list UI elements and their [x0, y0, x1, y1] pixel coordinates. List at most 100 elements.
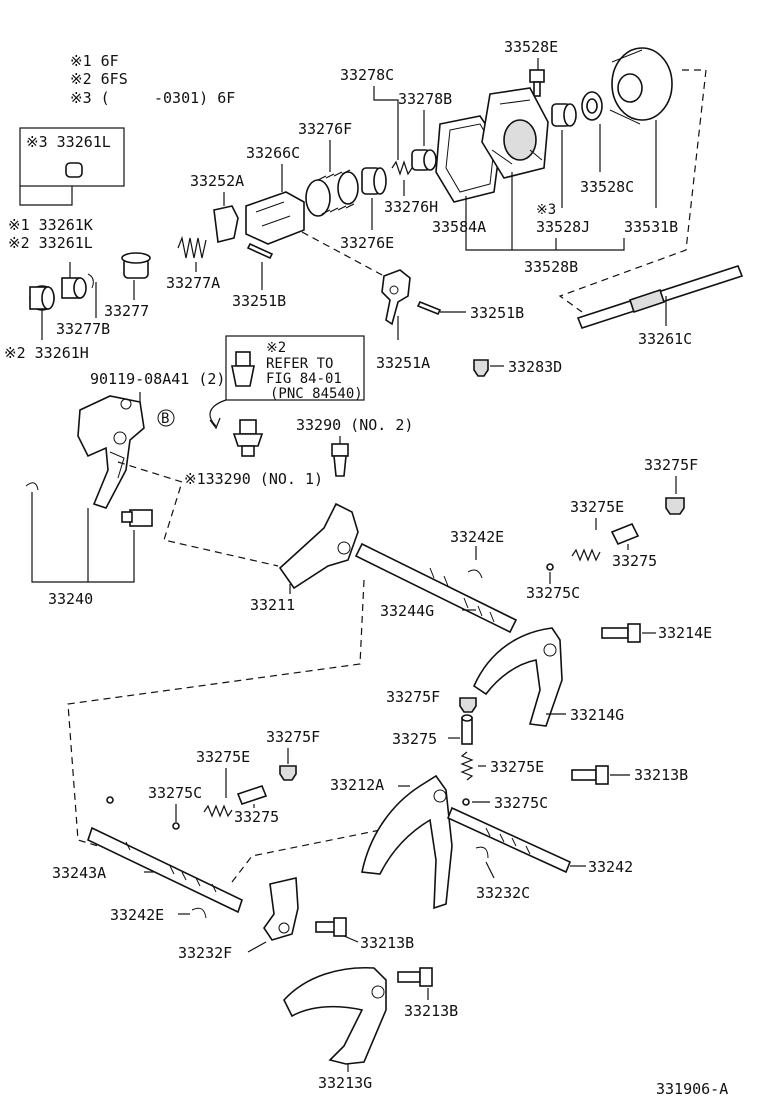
- label-33252A: 33252A: [190, 172, 244, 190]
- label-33277: 33277: [104, 302, 149, 320]
- label-33275-mid: 33275: [392, 730, 437, 748]
- shift-block-33266C: [245, 191, 305, 245]
- shift-fork-33213G: [283, 966, 387, 1065]
- plug-33275F-top: [665, 497, 685, 515]
- spring-33275E-lower: [203, 804, 233, 818]
- label-33232C: 33232C: [476, 884, 530, 902]
- ball-33275C-right: [462, 798, 470, 806]
- legend-note-2: ※2 6FS: [70, 70, 128, 88]
- label-bolt-90119: 90119-08A41 (2): [90, 370, 225, 388]
- label-33275C-right: 33275C: [494, 794, 548, 812]
- plug-33278B: [411, 149, 437, 171]
- housing-33528B: [481, 87, 549, 179]
- label-33261H: ※2 33261H: [4, 344, 89, 362]
- shift-fork-33214G: [472, 627, 563, 727]
- leader-33213B-mid: [343, 935, 359, 943]
- spring-33278C: [391, 160, 413, 176]
- label-33275-lower: 33275: [234, 808, 279, 826]
- label-33213G: 33213G: [318, 1074, 372, 1092]
- label-33275E-mid: 33275E: [490, 758, 544, 776]
- label-33528B: 33528B: [524, 258, 578, 276]
- ball-33275C-lower: [172, 822, 180, 830]
- dash-lower-link: [231, 825, 401, 883]
- bushing-33261H: [29, 285, 55, 311]
- label-33275-top: 33275: [612, 552, 657, 570]
- retainer-33252A: [213, 205, 239, 243]
- plug-33275F-lower: [279, 765, 297, 781]
- label-33240: 33240: [48, 590, 93, 608]
- label-33528J-note: ※3: [536, 202, 556, 218]
- spring-33277A: [177, 235, 207, 259]
- clip-33232C: [475, 846, 489, 859]
- spring-33276F: [305, 169, 359, 217]
- label-33275C-top: 33275C: [526, 584, 580, 602]
- box-leader: [19, 186, 73, 206]
- plug-33275F-mid: [459, 697, 477, 713]
- cover-33531B: [609, 47, 673, 125]
- bolt-33528E: [529, 69, 545, 97]
- legend-note-1: ※1 6F: [70, 52, 119, 70]
- label-33211: 33211: [250, 596, 295, 614]
- label-33277B: 33277B: [56, 320, 110, 338]
- figure-number: 331906-A: [656, 1080, 728, 1098]
- leader-33232C: [485, 861, 495, 879]
- lever-33251A: [381, 269, 411, 326]
- collar-33277: [121, 252, 151, 279]
- refer-line-2: FIG 84-01: [266, 371, 342, 387]
- circle-B: [157, 409, 175, 427]
- dash-big-loop: [67, 579, 365, 847]
- label-33275E-lower: 33275E: [196, 748, 250, 766]
- clip-33240: [25, 482, 39, 491]
- leader-33528B-bracket: [465, 172, 625, 251]
- snap-ring-33277B: [87, 273, 94, 289]
- label-33531B: 33531B: [624, 218, 678, 236]
- refer-arrow-head: [209, 417, 221, 430]
- legend-note-3a: ※3 (: [70, 89, 110, 107]
- label-33214G: 33214G: [570, 706, 624, 724]
- label-33278B: 33278B: [398, 90, 452, 108]
- label-33243A: 33243A: [52, 864, 106, 882]
- label-33275F-mid: 33275F: [386, 688, 440, 706]
- shaft-33261C: [576, 265, 744, 329]
- dash-cover-to-shaft: [558, 69, 707, 313]
- label-33278C: 33278C: [340, 66, 394, 84]
- label-33283D: 33283D: [508, 358, 562, 376]
- refer-line-3: (PNC 84540): [270, 386, 363, 402]
- label-33266C: 33266C: [246, 144, 300, 162]
- label-33251B-right: 33251B: [470, 304, 524, 322]
- collar-33276E: [361, 167, 387, 195]
- dash-block-to-lever: [301, 231, 385, 277]
- ball-33275C-left: [106, 796, 114, 804]
- leader-33240-bracket: [31, 492, 135, 583]
- label-33242E-top: 33242E: [450, 528, 504, 546]
- label-33275F-lower: 33275F: [266, 728, 320, 746]
- label-33251A: 33251A: [376, 354, 430, 372]
- label-33584A: 33584A: [432, 218, 486, 236]
- label-33276E: 33276E: [340, 234, 394, 252]
- label-33261L: ※2 33261L: [8, 234, 93, 252]
- label-33290-no2: 33290 (NO. 2): [296, 416, 413, 434]
- label-33244G: 33244G: [380, 602, 434, 620]
- bolt-33214E: [601, 623, 641, 643]
- leader-33278C: [373, 86, 399, 160]
- bushing-33528J: [551, 103, 577, 127]
- label-33213B-low: 33213B: [404, 1002, 458, 1020]
- label-33242E-lower: 33242E: [110, 906, 164, 924]
- label-33261C: 33261C: [638, 330, 692, 348]
- circle-B-letter: B: [161, 411, 169, 427]
- label-33214E: 33214E: [658, 624, 712, 642]
- shift-fork-33212A: [361, 774, 453, 910]
- pin-33251B-left: [246, 242, 274, 260]
- selector-lever-33240: [77, 395, 145, 509]
- switch-33290-no2: [331, 443, 349, 477]
- pin-33275-lower: [236, 785, 268, 805]
- pin-33275-top: [610, 522, 640, 546]
- label-33242: 33242: [588, 858, 633, 876]
- shift-shaft-33242: [446, 806, 572, 874]
- label-33290-no1: ※133290 (NO. 1): [184, 470, 323, 488]
- label-33261K: ※1 33261K: [8, 216, 93, 234]
- pin-33251B-right: [416, 300, 442, 316]
- refer-note: ※2: [266, 340, 286, 356]
- bolt-33213B-mid: [315, 917, 347, 937]
